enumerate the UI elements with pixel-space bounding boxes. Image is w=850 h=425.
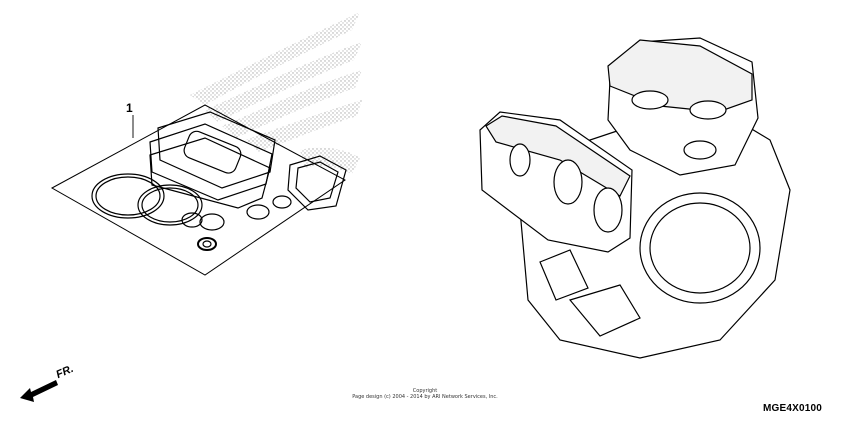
gasket-kit-illustration <box>50 104 347 276</box>
callout-number: 1 <box>126 101 133 115</box>
copyright-line-2: Page design (c) 2004 - 2014 by ARI Netwo… <box>352 394 498 400</box>
gasket-sheet <box>50 104 346 276</box>
engine-illustration <box>479 37 791 359</box>
washer <box>197 237 217 251</box>
diagram-code: MGE4X0100 <box>762 403 822 414</box>
front-direction-arrow-icon <box>20 380 58 402</box>
wing-logo-watermark <box>190 12 362 174</box>
head-gasket <box>157 111 276 189</box>
cover-gasket <box>287 155 347 211</box>
front-cylinder-head-gasket <box>485 115 631 197</box>
o-ring-large <box>91 173 165 219</box>
o-ring-medium <box>137 184 203 226</box>
o-ring-small <box>246 204 270 220</box>
copyright-line-1: Copyright <box>412 388 438 394</box>
copyright-notice: Copyright Page design (c) 2004 - 2014 by… <box>0 388 850 400</box>
